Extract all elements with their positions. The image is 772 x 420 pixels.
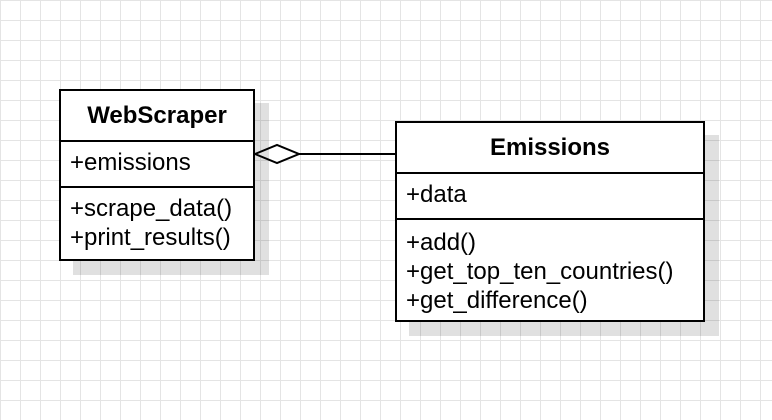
operations-section: +scrape_data() +print_results()	[61, 188, 253, 252]
attributes-section: +emissions	[61, 142, 253, 188]
attribute: +data	[406, 181, 467, 208]
operation: +get_top_ten_countries()	[406, 258, 674, 285]
class-name: WebScraper	[61, 91, 253, 142]
class-name: Emissions	[397, 123, 703, 174]
operation: +scrape_data()	[70, 195, 233, 222]
operation: +add()	[406, 229, 477, 256]
operation: +get_difference()	[406, 287, 588, 314]
class-box-webscraper[interactable]: WebScraper +emissions +scrape_data() +pr…	[59, 89, 255, 261]
operations-section: +add() +get_top_ten_countries() +get_dif…	[397, 220, 703, 315]
aggregation-diamond-icon	[252, 143, 302, 165]
operation: +print_results()	[70, 224, 231, 251]
attributes-section: +data	[397, 174, 703, 220]
class-box-emissions[interactable]: Emissions +data +add() +get_top_ten_coun…	[395, 121, 705, 322]
attribute: +emissions	[70, 149, 191, 176]
